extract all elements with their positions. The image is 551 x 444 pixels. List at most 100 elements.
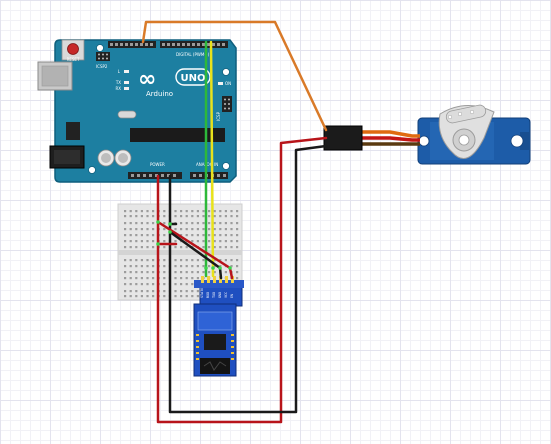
breadboard-hole (224, 259, 227, 262)
breadboard-hole (146, 215, 149, 218)
breadboard-hole (202, 222, 205, 225)
breadboard-hole (129, 277, 132, 280)
breadboard-hole (185, 234, 188, 237)
breadboard-hole (208, 210, 211, 213)
breadboard-hole (224, 246, 227, 249)
breadboard-hole (185, 277, 188, 280)
breadboard-hole (196, 277, 199, 280)
breadboard-hole (163, 265, 166, 268)
breadboard-hole (146, 240, 149, 243)
breadboard-hole (185, 259, 188, 262)
breadboard-hole (180, 210, 183, 213)
breadboard-hole (146, 265, 149, 268)
breadboard-hole (152, 222, 155, 225)
breadboard-hole (202, 271, 205, 274)
breadboard-hole (140, 271, 143, 274)
breadboard-hole (174, 215, 177, 218)
breadboard-hole (196, 265, 199, 268)
breadboard-hole (196, 234, 199, 237)
breadboard-hole (185, 283, 188, 286)
breadboard-hole (202, 228, 205, 231)
arduino-logo: ∞ Arduino UNO (138, 67, 211, 98)
breadboard-hole (202, 210, 205, 213)
breadboard-hole (124, 277, 127, 280)
breadboard-hole (236, 246, 239, 249)
breadboard-hole (191, 259, 194, 262)
breadboard-hole (236, 265, 239, 268)
breadboard-hole (152, 265, 155, 268)
breadboard-hole (185, 271, 188, 274)
breadboard-hole (135, 271, 138, 274)
breadboard-hole (174, 271, 177, 274)
breadboard-hole (146, 283, 149, 286)
breadboard-hole (135, 283, 138, 286)
breadboard-hole (152, 283, 155, 286)
arduino-uno-board: RESET ICSP2 DIGITAL (PWM~) ∞ Arduino (37, 39, 237, 183)
l-led-label: L (118, 69, 121, 74)
pin-label-rxd: RXD (206, 292, 210, 298)
breadboard-hole (135, 290, 138, 293)
breadboard-hole (140, 295, 143, 298)
breadboard-hole (152, 259, 155, 262)
breadboard-hole (224, 228, 227, 231)
bluetooth-module: STATE RXD TXD GND VCC EN (193, 276, 244, 377)
icsp2-header: ICSP2 (96, 52, 110, 69)
breadboard-hole (140, 277, 143, 280)
breadboard-hole (219, 259, 222, 262)
breadboard-hole (180, 295, 183, 298)
servo-cable (362, 130, 420, 146)
breadboard-hole (202, 215, 205, 218)
breadboard-hole (180, 259, 183, 262)
breadboard-hole (129, 265, 132, 268)
breadboard-hole (202, 246, 205, 249)
breadboard-hole (219, 228, 222, 231)
on-led-label: ON (225, 81, 231, 86)
breadboard-hole (140, 234, 143, 237)
breadboard-hole (191, 295, 194, 298)
breadboard-hole (124, 283, 127, 286)
breadboard-hole (230, 265, 233, 268)
breadboard-hole (185, 290, 188, 293)
status-leds: L TX RX ON (115, 69, 231, 91)
breadboard-hole (208, 240, 211, 243)
breadboard-hole (124, 240, 127, 243)
breadboard-hole (146, 271, 149, 274)
breadboard-hole (124, 222, 127, 225)
icsp-header: ICSP (216, 96, 232, 121)
breadboard-hole (213, 271, 216, 274)
breadboard-hole (146, 210, 149, 213)
small-chip (66, 122, 80, 140)
breadboard-hole (124, 246, 127, 249)
breadboard-hole (163, 295, 166, 298)
breadboard-hole (219, 210, 222, 213)
breadboard-hole (236, 215, 239, 218)
pin-label-state: STATE (200, 288, 204, 298)
servo-horn (438, 104, 495, 159)
breadboard-hole (191, 215, 194, 218)
breadboard-hole (146, 228, 149, 231)
breadboard-hole (180, 228, 183, 231)
breadboard-hole (219, 222, 222, 225)
breadboard-hole (163, 271, 166, 274)
wire-yellow (209, 40, 215, 278)
breadboard-hole (140, 228, 143, 231)
breadboard-hole (202, 265, 205, 268)
servo-mount-hole (418, 135, 430, 147)
breadboard-hole (174, 240, 177, 243)
arduino-brand-text: Arduino (146, 90, 173, 98)
breadboard-hole (219, 234, 222, 237)
breadboard-hole (219, 215, 222, 218)
breadboard-hole (191, 228, 194, 231)
breadboard-hole (236, 222, 239, 225)
breadboard-hole (163, 210, 166, 213)
breadboard-hole (213, 246, 216, 249)
breadboard-hole (163, 259, 166, 262)
power-header: POWER (128, 162, 182, 179)
breadboard-hole (196, 259, 199, 262)
breadboard-hole (196, 290, 199, 293)
breadboard-hole (196, 271, 199, 274)
breadboard-hole (180, 277, 183, 280)
breadboard-hole (185, 222, 188, 225)
breadboard-hole (191, 290, 194, 293)
